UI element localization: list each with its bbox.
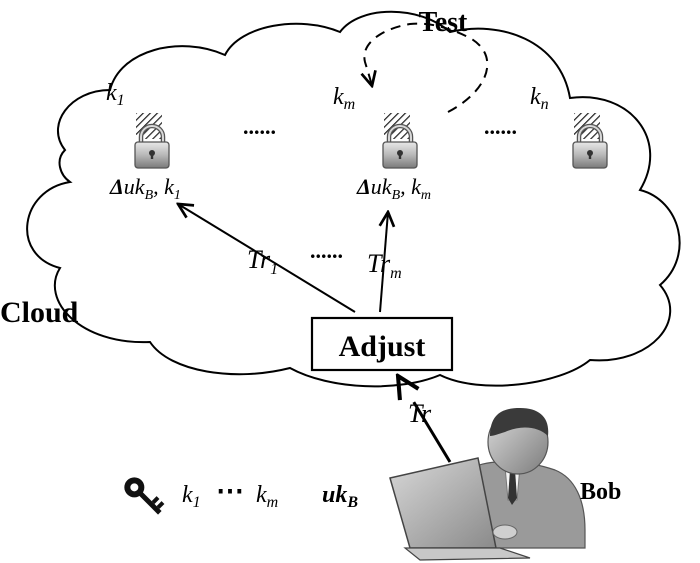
test-label: Test xyxy=(419,7,468,38)
key-label-n: kn xyxy=(530,84,549,113)
delta-label-m: ΔukB, km xyxy=(356,174,431,203)
key-icon xyxy=(124,477,165,515)
bob-key-k1: k1 xyxy=(182,482,201,511)
key-label-1: k1 xyxy=(106,80,125,109)
test-loop-arrow xyxy=(364,22,489,113)
ellipsis-transforms: ...... xyxy=(310,238,343,263)
cloud-shape xyxy=(26,10,681,388)
cloud-label: Cloud xyxy=(0,296,79,329)
transform-label-bob: Tr xyxy=(408,399,432,428)
key-label-m: km xyxy=(333,84,355,113)
ellipsis-locks-right: ...... xyxy=(484,114,517,139)
adjust-label: Adjust xyxy=(339,330,426,363)
arrow-to-km xyxy=(380,212,388,313)
bob-key-km: km xyxy=(256,482,278,511)
delta-label-1: ΔukB, k1 xyxy=(109,174,181,203)
arrow-to-k1 xyxy=(178,204,356,313)
user-name: Bob xyxy=(580,479,621,505)
transform-label-m: Trm xyxy=(367,249,402,282)
bob-key-ukb: ukB xyxy=(322,482,358,511)
transform-label-1: Tr1 xyxy=(247,245,278,278)
arrow-bob-to-adjust xyxy=(398,376,452,463)
ellipsis-locks-left: ...... xyxy=(243,114,276,139)
bob-key-ellipsis: ⋯ xyxy=(216,476,244,507)
user-at-laptop-icon xyxy=(389,408,586,561)
adjust-box xyxy=(310,316,454,372)
